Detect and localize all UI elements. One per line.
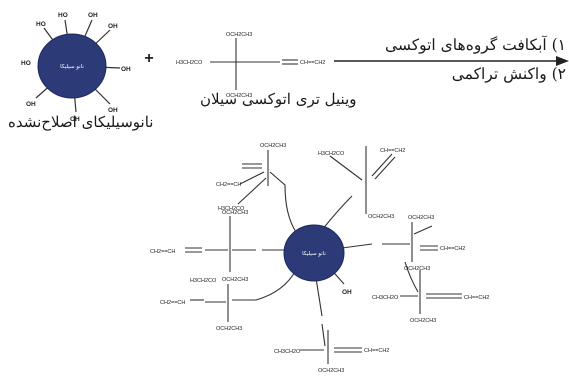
si-o-bond: [315, 277, 323, 317]
ethoxy-group: OCH2CH3: [260, 143, 286, 149]
si-o-bond: [341, 243, 373, 249]
ethoxy-group: H3CH2CO: [190, 278, 217, 284]
hydroxyl-label: HO: [58, 12, 68, 19]
vinyl-group: CH2==CH: [216, 182, 241, 188]
vinyl-group: CH==CH2: [300, 60, 325, 66]
nanosilica-caption: نانوسیلیکای اصلاح‌نشده: [8, 113, 154, 131]
hydroxyl-label: OH: [108, 107, 118, 114]
ethoxy-group: CH3CH2O: [372, 295, 399, 301]
reaction-arrow: [334, 56, 569, 66]
silane-bond: [329, 155, 363, 181]
hydroxyl-label: OH: [26, 101, 36, 108]
ethoxy-group: OCH2CH3: [226, 93, 252, 99]
ethoxy-group: OCH2CH3: [408, 215, 434, 221]
ethoxy-group: CH3CH2O: [274, 349, 301, 355]
nanosilica-core-label: نانو سیلیکا: [60, 63, 84, 70]
silane-bond: [239, 171, 265, 185]
vinyl-group: CH2==CH: [160, 300, 185, 306]
ethoxy-group: OCH2CH3: [222, 210, 248, 216]
ethoxy-group: H3CH2CO: [218, 206, 245, 212]
unmodified-nanosilica: [35, 19, 121, 113]
reaction-step-2: ۲) واکنش تراکمی: [451, 65, 566, 83]
modified-nanosilica: [185, 146, 462, 364]
reaction-step-1: ۱) آبکافت گروه‌های اتوکسی: [384, 36, 566, 54]
silane-caption: وینیل تری اتوکسی سیلان: [200, 90, 357, 108]
vinyltriethoxysilane: [210, 38, 298, 90]
hydroxyl-label: OH: [121, 66, 131, 73]
vinyl-group: CH==CH2: [380, 148, 405, 154]
silane-bond: [413, 225, 433, 235]
ethoxy-group: OCH2CH3: [222, 277, 248, 283]
hydroxyl-label: HO: [36, 21, 46, 28]
ethoxy-group: OCH2CH3: [226, 32, 252, 38]
si-o-bond: [269, 171, 297, 233]
vinyl-double-bond: [371, 153, 393, 177]
si-o-bond: [321, 323, 326, 347]
vinyl-group: CH==CH2: [440, 246, 465, 252]
hydroxyl-label: OH: [70, 116, 80, 123]
ethoxy-group: OCH2CH3: [318, 368, 344, 373]
vinyl-double-bond: [374, 156, 396, 180]
ethoxy-group: OCH2CH3: [410, 318, 436, 324]
nanosilica-core: [283, 224, 345, 282]
nanosilica-core: [37, 33, 107, 99]
plus-sign: +: [144, 50, 153, 67]
ethoxy-group: OCH2CH3: [404, 266, 430, 272]
ethoxy-group: H3CH2CO: [318, 151, 345, 157]
hydroxyl-label: OH: [108, 23, 118, 30]
si-o-bond: [321, 195, 353, 231]
ethoxy-group: OCH2CH3: [216, 326, 242, 332]
ethoxy-group: H3CH2CO: [176, 60, 203, 66]
si-o-bond: [404, 261, 419, 293]
hydroxyl-label: OH: [88, 12, 98, 19]
hydroxyl-label: HO: [21, 60, 31, 67]
vinyl-group: CH2==CH: [150, 249, 175, 255]
si-o-bond: [232, 269, 297, 301]
nanosilica-core-label: نانو سیلیکا: [302, 250, 326, 257]
hydroxyl-label: OH: [342, 289, 352, 296]
ethoxy-group: OCH2CH3: [368, 214, 394, 220]
vinyl-group: CH==CH2: [364, 348, 389, 354]
silane-bond: [237, 177, 267, 205]
vinyl-group: CH==CH2: [464, 295, 489, 301]
